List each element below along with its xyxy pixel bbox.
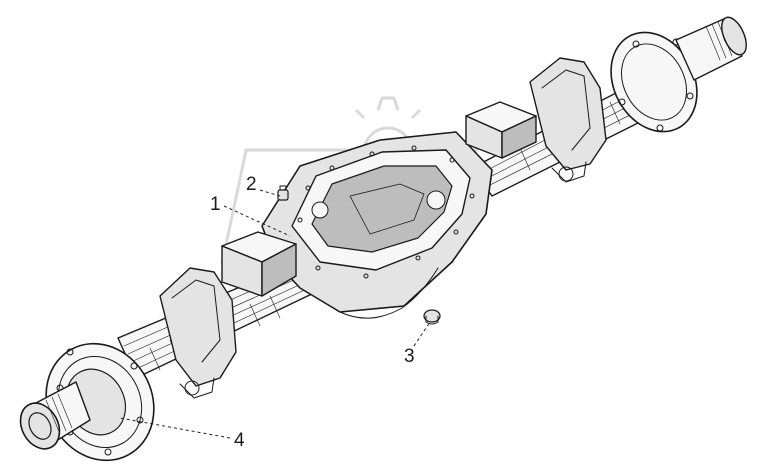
right-spindle [675,16,747,81]
callout-1: 1 [210,194,221,215]
drain-plug [423,309,441,325]
right-spring-seat [529,57,607,183]
right-pad-block [465,101,537,159]
right-hub-flange [610,31,698,133]
left-spindle [19,381,91,450]
breather-valve [277,185,289,201]
left-spring-seat [159,267,237,399]
left-pad-block [221,231,297,297]
callout-2: 2 [246,174,257,195]
callout-3: 3 [404,346,415,367]
callout-4: 4 [234,430,245,451]
leader-lines [119,189,431,439]
differential-housing [261,131,493,319]
